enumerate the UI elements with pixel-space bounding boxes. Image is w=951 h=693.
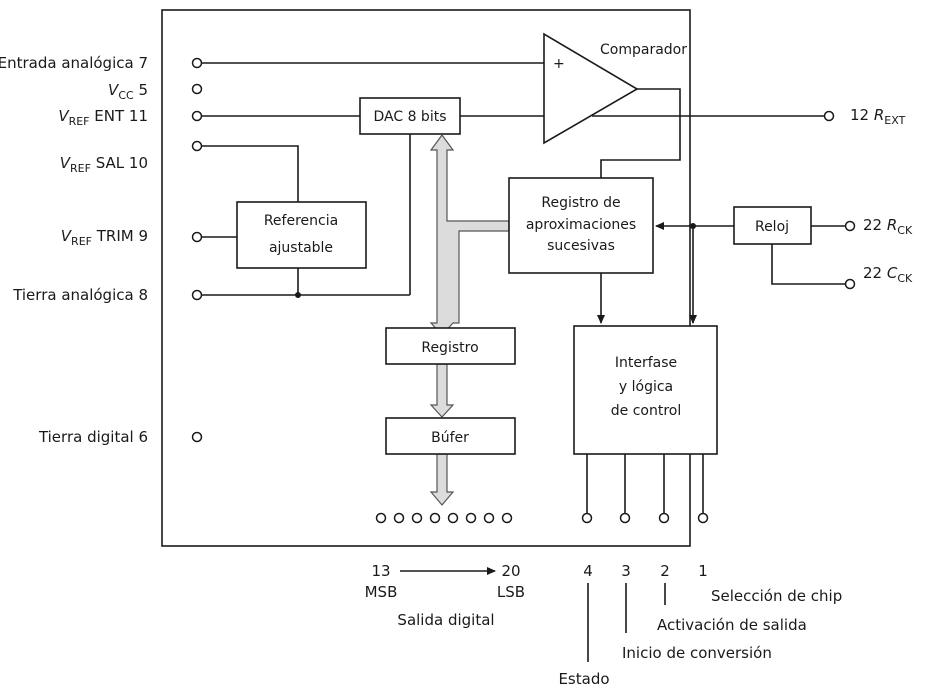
pin-output-bit <box>411 512 423 524</box>
label-vcc: VCC 5 <box>108 81 148 102</box>
reference-label-line2: ajustable <box>269 240 333 256</box>
pin-status <box>581 512 593 524</box>
bus-register-to-buffer <box>429 363 455 418</box>
control-label-line2: y lógica <box>619 379 673 395</box>
data-bus <box>429 133 510 336</box>
chip-outline <box>161 9 691 547</box>
sar-label-line2: aproximaciones <box>526 217 636 233</box>
label-lsb: LSB <box>497 583 525 601</box>
pin-output-bit <box>465 512 477 524</box>
pin-vcc <box>191 83 203 95</box>
pin-output-bit <box>393 512 405 524</box>
label-digital-output: Salida digital <box>397 611 494 629</box>
label-analog-in: Entrada analógica 7 <box>0 54 148 72</box>
cck-wire <box>771 244 845 285</box>
label-msb-number: 13 <box>371 562 390 580</box>
pin-analog-in <box>191 57 203 69</box>
pin-digital-gnd <box>191 431 203 443</box>
label-lsb-number: 20 <box>501 562 520 580</box>
label-rext: 12 REXT <box>850 106 906 127</box>
buffer-label: Búfer <box>431 430 469 446</box>
pin-chip-select <box>697 512 709 524</box>
pin-output-bit <box>375 512 387 524</box>
pin-vref-out <box>191 140 203 152</box>
clock-label: Reloj <box>755 219 789 235</box>
comparator-label: Comparador <box>600 42 687 58</box>
label-status: Estado <box>558 670 609 688</box>
comparator-symbol <box>543 32 639 145</box>
sar-label-line3: sucesivas <box>547 238 615 254</box>
pin-analog-gnd <box>191 289 203 301</box>
pin-rext <box>823 110 835 122</box>
pin-output-enable <box>658 512 670 524</box>
junction-dot-gnd <box>295 292 301 298</box>
control-label-line1: Interfase <box>615 355 677 371</box>
label-analog-gnd: Tierra analógica 8 <box>12 286 148 304</box>
label-output-enable: Activación de salida <box>657 616 807 634</box>
bus-buffer-to-outputs <box>429 453 455 506</box>
pin-vref-trim <box>191 231 203 243</box>
label-start-conversion: Inicio de conversión <box>622 644 772 662</box>
digital-output-pins <box>375 512 513 524</box>
control-block <box>573 325 718 455</box>
label-pin-4: 4 <box>583 562 593 580</box>
label-vref-trim: VREF TRIM 9 <box>61 227 148 248</box>
dac-label: DAC 8 bits <box>373 109 446 125</box>
pin-output-bit <box>447 512 459 524</box>
label-pin-2: 2 <box>660 562 670 580</box>
dac-block <box>359 97 461 135</box>
pin-cck <box>844 278 856 290</box>
label-vref-out: VREF SAL 10 <box>60 154 148 175</box>
pin-output-bit <box>483 512 495 524</box>
vref-out-wire <box>202 145 299 202</box>
label-vref-in: VREF ENT 11 <box>58 107 148 128</box>
buffer-block <box>385 417 516 455</box>
sar-label-line1: Registro de <box>541 195 620 211</box>
label-rck: 22 RCK <box>863 216 913 237</box>
label-chip-select: Selección de chip <box>711 587 842 605</box>
reference-block <box>236 201 367 269</box>
comparator-to-sar-wire <box>600 88 681 178</box>
pin-output-bit <box>501 512 513 524</box>
label-pin-3: 3 <box>621 562 631 580</box>
label-msb: MSB <box>365 583 398 601</box>
pin-start-conversion <box>619 512 631 524</box>
pin-output-bit <box>429 512 441 524</box>
comparator-plus-sign: + <box>553 56 565 72</box>
pin-rck <box>844 220 856 232</box>
register-label: Registro <box>421 340 478 356</box>
control-label-line3: de control <box>611 403 681 419</box>
register-block <box>385 327 516 365</box>
label-pin-1: 1 <box>698 562 708 580</box>
reference-label-line1: Referencia <box>264 213 338 229</box>
pin-vref-in <box>191 110 203 122</box>
label-cck: 22 CCK <box>863 264 913 285</box>
label-digital-gnd: Tierra digital 6 <box>38 428 148 446</box>
sar-block <box>508 177 654 274</box>
